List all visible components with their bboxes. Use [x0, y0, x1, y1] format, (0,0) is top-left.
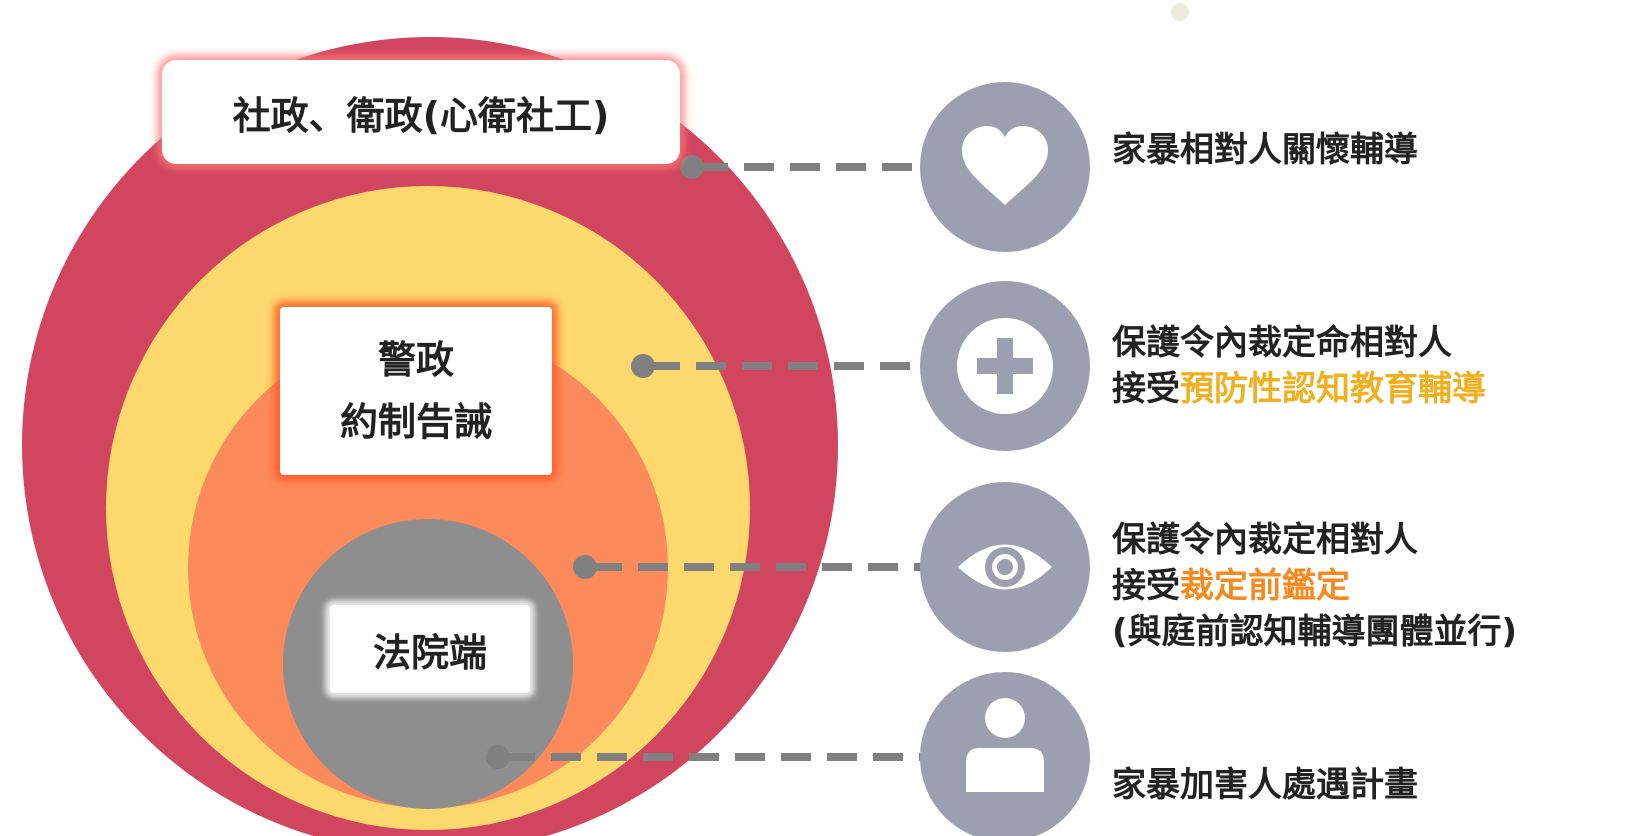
connector-dot-4 [486, 745, 510, 769]
description-3-line1: 保護令內裁定相對人 [1112, 520, 1418, 560]
eye-icon [958, 544, 1052, 590]
heart-icon [962, 126, 1048, 205]
label-court: 法院端 [330, 605, 530, 693]
label-police-line2: 約制告誡 [339, 400, 492, 444]
description-2-line2-prefix: 接受 [1112, 369, 1180, 409]
label-police-line1: 警政 [377, 338, 454, 382]
plus-icon [957, 318, 1053, 414]
description-3-line2: 接受裁定前鑑定 [1112, 563, 1517, 609]
decorative-dot [1171, 3, 1189, 21]
user-icon [966, 698, 1044, 792]
connector-dot-1 [680, 155, 704, 179]
label-police: 警政 約制告誡 [280, 307, 552, 475]
description-3: 保護令內裁定相對人 接受裁定前鑑定 (與庭前認知輔導團體並行) [1112, 517, 1517, 655]
description-1: 家暴相對人關懷輔導 [1112, 127, 1418, 173]
description-3-line2-prefix: 接受 [1112, 566, 1180, 606]
description-2-line1: 保護令內裁定命相對人 [1112, 323, 1452, 363]
connector-dot-2 [631, 354, 655, 378]
description-2-highlight: 預防性認知教育輔導 [1180, 369, 1486, 409]
label-court-text: 法院端 [372, 630, 487, 675]
description-3-highlight: 裁定前鑑定 [1180, 566, 1350, 606]
description-1-line1: 家暴相對人關懷輔導 [1112, 130, 1418, 170]
description-4: 家暴加害人處遇計畫 [1112, 762, 1418, 808]
description-4-line1: 家暴加害人處遇計畫 [1112, 765, 1418, 805]
description-2: 保護令內裁定命相對人 接受預防性認知教育輔導 [1112, 320, 1486, 412]
label-social-welfare: 社政、衛政(心衛社工) [162, 60, 680, 164]
label-social-welfare-text: 社政、衛政(心衛社工) [232, 93, 610, 138]
description-3-line3: (與庭前認知輔導團體並行) [1112, 612, 1518, 652]
connector-dot-3 [573, 555, 597, 579]
description-2-line2: 接受預防性認知教育輔導 [1112, 366, 1486, 412]
